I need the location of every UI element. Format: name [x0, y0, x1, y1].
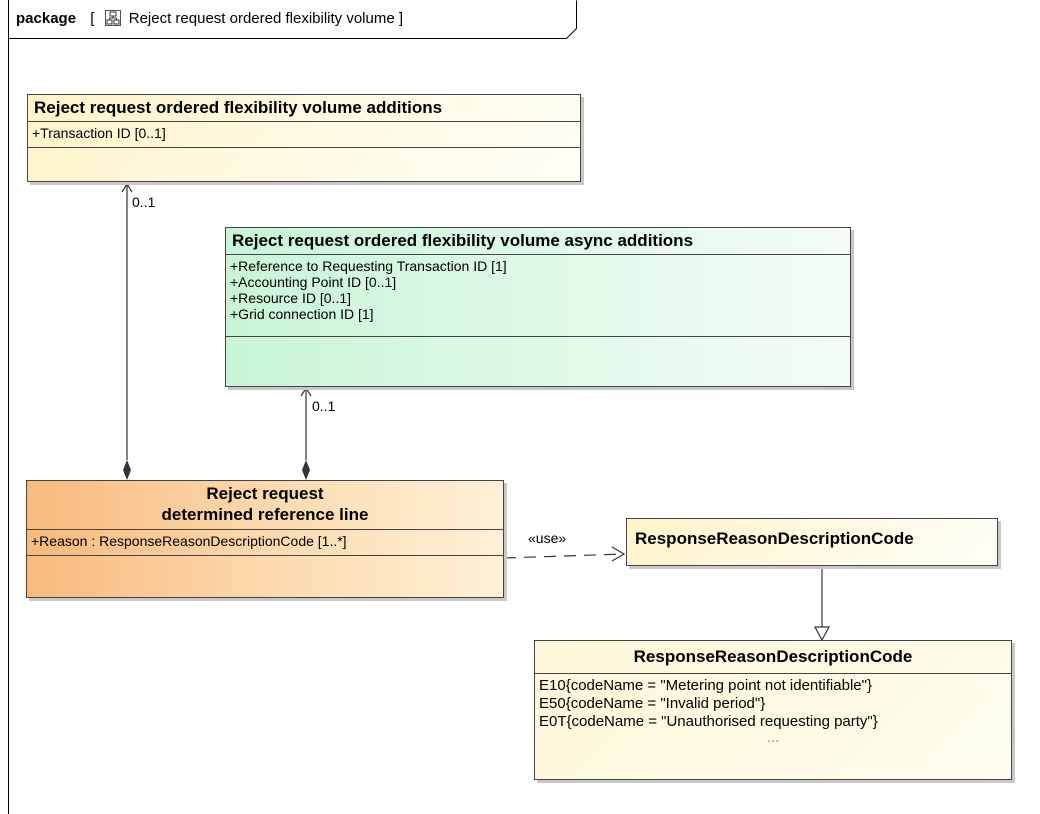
frame-close-bracket: ] [398, 10, 404, 27]
class-reference-line-operations [27, 556, 503, 566]
class-reference-line[interactable]: Reject request determined reference line… [26, 480, 504, 598]
frame-title: Reject request ordered flexibility volum… [128, 10, 395, 27]
class-async-additions-name: Reject request ordered flexibility volum… [226, 228, 850, 255]
enum-response-reason[interactable]: ResponseReasonDescriptionCode E10{codeNa… [534, 640, 1012, 780]
class-additions[interactable]: Reject request ordered flexibility volum… [27, 94, 581, 182]
class-additions-name: Reject request ordered flexibility volum… [28, 95, 580, 122]
class-async-additions[interactable]: Reject request ordered flexibility volum… [225, 227, 851, 387]
literal-e10: E10{codeName = "Metering point not ident… [539, 677, 872, 694]
frame-open-bracket: [ [90, 10, 95, 27]
enum-response-reason-name: ResponseReasonDescriptionCode [535, 641, 1011, 674]
async-composition [300, 386, 312, 480]
frame-tab: package [ Reject request ordered flexibi… [8, 0, 588, 38]
class-additions-operations [28, 148, 580, 158]
frame-kind: package [16, 10, 77, 27]
literal-e0t: E0T{codeName = "Unauthorised requesting … [539, 713, 878, 730]
enum-response-reason-literals: E10{codeName = "Metering point not ident… [535, 674, 1011, 751]
class-reference-line-attributes: +Reason : ResponseReasonDescriptionCode … [27, 530, 503, 556]
class-reference-line-name-line2: determined reference line [161, 505, 369, 524]
use-stereotype: «use» [528, 530, 567, 546]
class-reference-line-name-line1: Reject request [206, 484, 324, 503]
class-async-additions-attributes: +Reference to Requesting Transaction ID … [226, 255, 850, 337]
attribute-resource-id: +Resource ID [0..1] [230, 290, 352, 306]
generalization-connector [813, 566, 831, 642]
use-dependency [503, 546, 626, 562]
frame-border [8, 0, 9, 814]
attribute-grid-connection-id: +Grid connection ID [1] [230, 306, 374, 322]
additions-multiplicity: 0..1 [132, 194, 156, 210]
class-async-additions-operations [226, 337, 850, 347]
class-reference-line-name: Reject request determined reference line [27, 481, 503, 530]
literal-more: ... [766, 729, 780, 746]
async-multiplicity: 0..1 [312, 398, 336, 414]
class-response-reason[interactable]: ResponseReasonDescriptionCode [626, 518, 998, 566]
attribute-accounting-point-id: +Accounting Point ID [0..1] [230, 274, 397, 290]
attribute-reason: +Reason : ResponseReasonDescriptionCode … [31, 533, 347, 549]
class-additions-attributes: +Transaction ID [0..1] [28, 122, 580, 148]
attribute-transaction-id: +Transaction ID [0..1] [32, 125, 166, 141]
class-response-reason-name: ResponseReasonDescriptionCode [635, 529, 914, 548]
attribute-reference-transaction-id: +Reference to Requesting Transaction ID … [230, 258, 507, 274]
literal-e50: E50{codeName = "Invalid period"} [539, 695, 766, 712]
class-diagram-icon [104, 3, 121, 26]
additions-composition [121, 182, 133, 480]
